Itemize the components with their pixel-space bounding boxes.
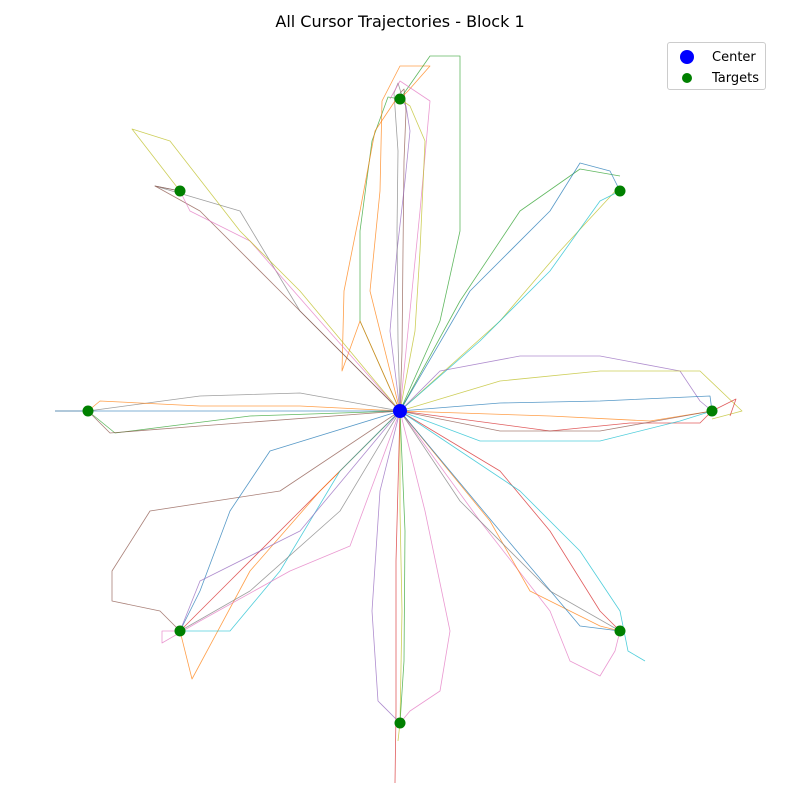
legend-label-targets: Targets <box>712 70 759 86</box>
trajectory-layer <box>55 55 743 784</box>
trajectory-line <box>399 410 646 662</box>
trajectory-line <box>399 410 621 632</box>
trajectory-line <box>179 410 401 632</box>
trajectory-line <box>180 410 401 632</box>
target-point <box>174 625 186 637</box>
target-point <box>394 717 406 729</box>
trajectory-line <box>87 410 401 434</box>
trajectory-line <box>399 370 743 420</box>
trajectory-line <box>399 55 461 412</box>
trajectory-line <box>131 128 401 412</box>
trajectory-line <box>389 98 411 412</box>
trajectory-line <box>87 410 401 434</box>
trajectory-line <box>371 410 401 724</box>
trajectory-line <box>399 410 621 632</box>
trajectory-line <box>399 168 621 412</box>
trajectory-line <box>399 185 621 412</box>
trajectory-line <box>154 185 401 412</box>
trajectory-line <box>399 395 713 412</box>
trajectory-line <box>399 98 426 412</box>
trajectory-line <box>394 410 401 784</box>
trajectory-line <box>399 355 713 412</box>
trajectory-line <box>179 410 401 632</box>
legend: Center Targets <box>667 42 766 90</box>
trajectory-line <box>399 410 713 432</box>
trajectory-line <box>397 411 403 742</box>
trajectory-line <box>154 185 401 412</box>
trajectory-line <box>369 65 431 412</box>
target-point <box>614 185 626 197</box>
target-point <box>174 185 186 197</box>
legend-marker-center <box>680 50 694 64</box>
target-point <box>394 93 406 105</box>
trajectory-line <box>399 410 621 632</box>
trajectory-line <box>399 410 621 632</box>
trajectory-line <box>87 400 401 412</box>
trajectory-line <box>399 162 621 412</box>
legend-marker-targets <box>682 73 692 83</box>
trajectory-line <box>393 82 403 412</box>
target-point <box>614 625 626 637</box>
trajectory-line <box>399 410 406 724</box>
target-point <box>82 405 94 417</box>
target-point <box>706 405 718 417</box>
trajectory-line <box>399 410 451 724</box>
legend-label-center: Center <box>712 49 756 65</box>
trajectory-line <box>399 88 407 412</box>
marker-layer <box>82 93 718 729</box>
trajectory-line <box>179 410 401 632</box>
trajectory-line <box>399 190 621 412</box>
trajectory-line <box>399 410 713 442</box>
center-point <box>393 404 407 418</box>
chart-title: All Cursor Trajectories - Block 1 <box>275 12 525 31</box>
trajectory-line <box>111 410 401 632</box>
trajectory-line <box>341 98 401 412</box>
trajectory-line <box>389 80 431 412</box>
trajectory-line <box>399 410 713 422</box>
trajectory-line <box>161 410 401 644</box>
